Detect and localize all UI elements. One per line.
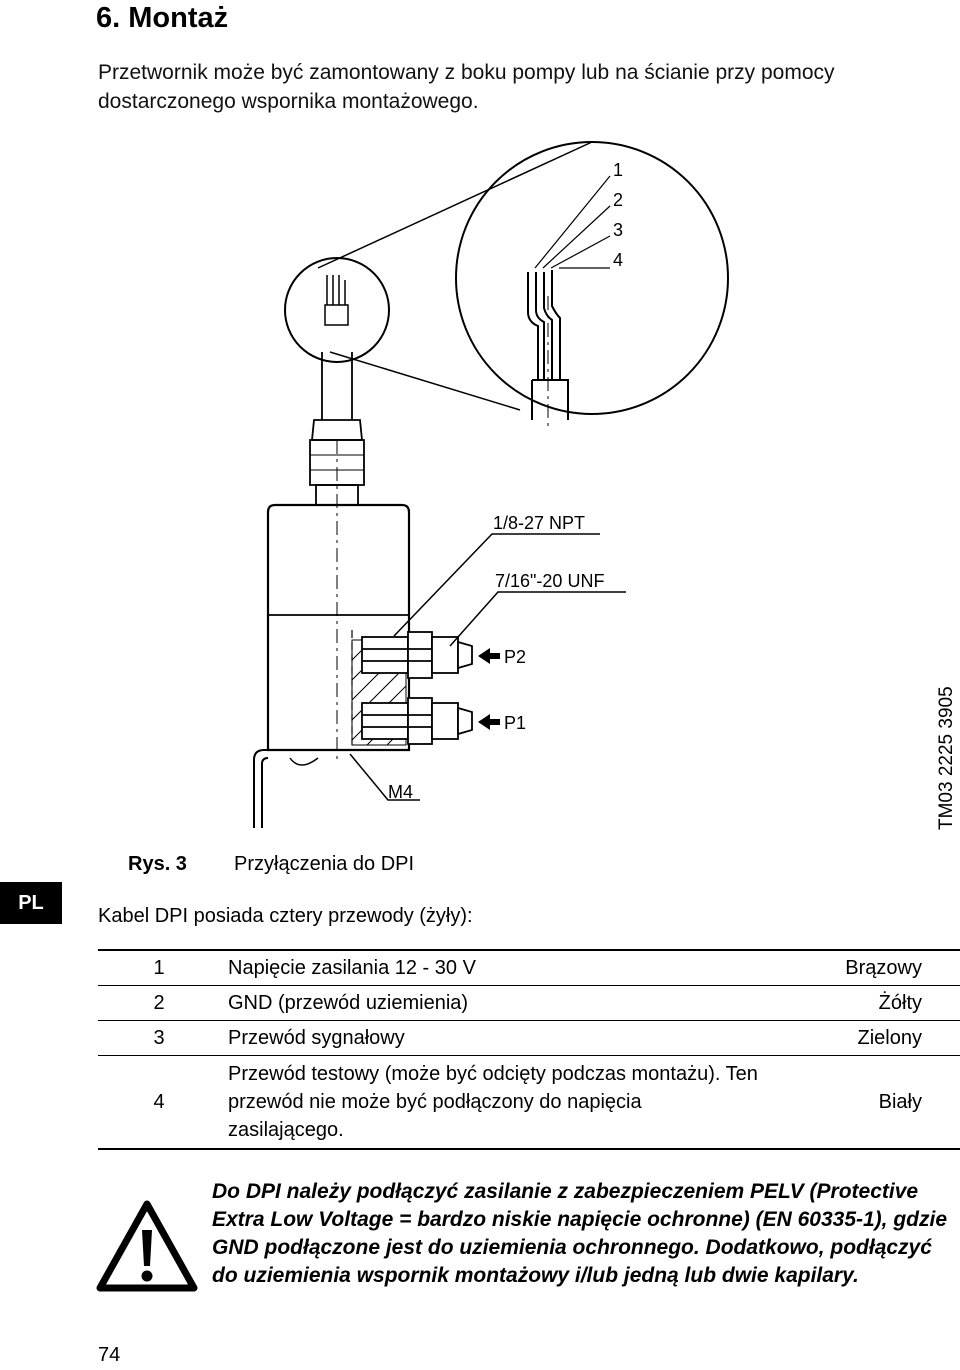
drawing-code: TM03 2225 3905	[936, 686, 957, 830]
port-label-p2: P2	[504, 647, 526, 667]
thread-label-npt: 1/8-27 NPT	[493, 513, 585, 533]
page-number: 74	[98, 1344, 121, 1366]
callout-2: 2	[613, 190, 623, 210]
wire-number: 4	[153, 1090, 165, 1113]
table-row: 2 GND (przewód uziemienia) Żółty	[98, 986, 960, 1021]
figure-caption-text: Przyłączenia do DPI	[234, 853, 415, 875]
warning-text: Do DPI należy podłączyć zasilanie z zabe…	[212, 1180, 947, 1287]
figure-caption-label: Rys. 3	[128, 853, 187, 875]
detail-circle-small	[284, 257, 390, 363]
table-row: 4 Przewód testowy (może być odcięty podc…	[98, 1056, 960, 1149]
table-row: 3 Przewód sygnałowy Zielony	[98, 1021, 960, 1056]
transducer-body	[266, 503, 411, 752]
wire-description: Przewód sygnałowy	[228, 1027, 405, 1049]
wire-table: 1 Napięcie zasilania 12 - 30 V Brązowy 2…	[98, 949, 960, 1150]
wire-description: Napięcie zasilania 12 - 30 V	[228, 957, 476, 979]
table-row: 1 Napięcie zasilania 12 - 30 V Brązowy	[98, 950, 960, 986]
dpi-connection-drawing: 1 2 3 4	[253, 141, 729, 828]
callout-4: 4	[613, 250, 623, 270]
warning-icon	[96, 1200, 198, 1292]
wire-number: 2	[153, 991, 165, 1014]
thread-label-unf: 7/16"-20 UNF	[495, 571, 604, 591]
section-title: 6. Montaż	[96, 2, 229, 34]
callout-3: 3	[613, 220, 623, 240]
wire-number: 1	[153, 956, 165, 979]
port-label-p1: P1	[504, 713, 526, 733]
wire-description: GND (przewód uziemienia)	[228, 992, 469, 1014]
screw-label-m4: M4	[388, 782, 413, 802]
wire-color: Zielony	[857, 1026, 922, 1049]
intro-paragraph: Przetwornik może być zamontowany z boku …	[98, 61, 835, 113]
wire-color: Brązowy	[845, 956, 922, 979]
wire-description: Przewód testowy (może być odcięty podcza…	[228, 1063, 758, 1141]
cable-intro: Kabel DPI posiada cztery przewody (żyły)…	[98, 905, 473, 927]
language-tab: PL	[0, 882, 62, 924]
callout-1: 1	[613, 160, 623, 180]
detail-circle-large	[455, 141, 729, 415]
wire-number: 3	[153, 1026, 165, 1049]
wire-color: Biały	[878, 1090, 922, 1113]
figure-caption: Rys. 3 Przyłączenia do DPI	[128, 853, 414, 876]
wire-color: Żółty	[878, 991, 922, 1014]
